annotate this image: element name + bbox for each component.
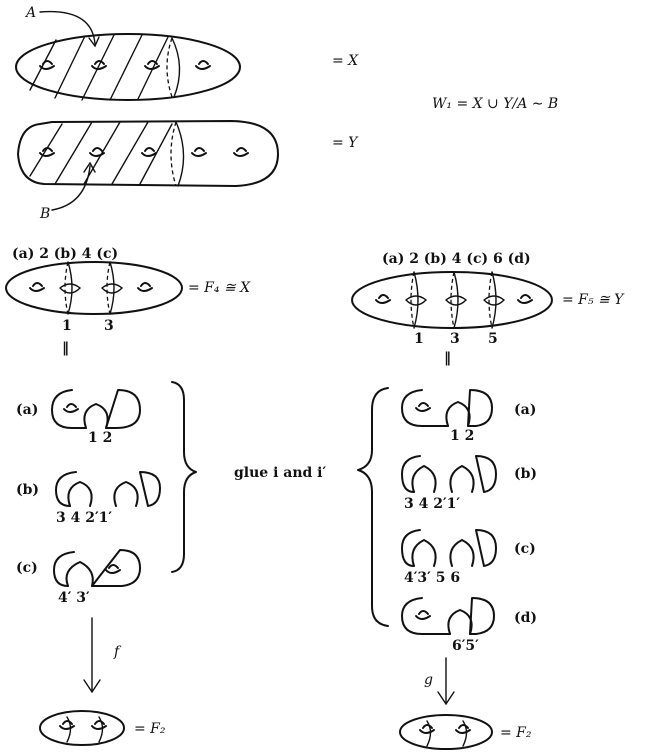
eq-Y: = Y <box>332 135 359 151</box>
svg-text:= F₂: = F₂ <box>500 725 532 741</box>
surface-F2-right: = F₂ <box>399 714 532 750</box>
surface-F2-left: = F₂ <box>39 710 166 746</box>
surface-Y <box>17 120 279 187</box>
svg-text:(d): (d) <box>514 610 537 626</box>
svg-text:(c): (c) <box>16 560 38 576</box>
glue-text: glue i and i′ <box>234 465 326 481</box>
svg-text:4′ 3′: 4′ 3′ <box>58 590 90 606</box>
svg-text:3: 3 <box>104 318 114 334</box>
svg-text:(b): (b) <box>16 482 39 498</box>
surface-X <box>15 33 241 101</box>
svg-text:‖: ‖ <box>62 340 69 356</box>
surface-F4: (a) 2 (b) 4 (c) 1 3 ‖ <box>5 246 183 356</box>
arrow-f: f <box>83 617 122 694</box>
right-brace <box>357 387 389 627</box>
svg-text:(a): (a) <box>16 402 38 418</box>
svg-text:1: 1 <box>414 331 424 347</box>
svg-text:(a): (a) <box>514 402 536 418</box>
right-piece-d: 6′5′ (d) <box>401 597 537 654</box>
svg-text:(c): (c) <box>514 541 536 557</box>
left-brace <box>171 381 197 573</box>
left-piece-a: (a) 1 2 <box>16 389 141 446</box>
eq-F5: = F₅ ≅ Y <box>562 292 625 308</box>
svg-text:3: 3 <box>450 331 460 347</box>
right-piece-b: 3 4 2′1′ (b) <box>401 455 537 512</box>
svg-text:f: f <box>113 644 122 660</box>
left-piece-b: (b) 3 4 2′1′ <box>16 471 161 526</box>
svg-text:3 4 2′1′: 3 4 2′1′ <box>404 496 460 512</box>
surface-F5: (a) 2 (b) 4 (c) 6 (d) 1 3 5 ‖ <box>351 251 553 366</box>
svg-text:(a) 2 (b) 4 (c) 6 (d): (a) 2 (b) 4 (c) 6 (d) <box>382 251 531 267</box>
svg-text:A: A <box>24 5 36 21</box>
svg-text:6′5′: 6′5′ <box>452 638 479 654</box>
formula-W1: W₁ = X ∪ Y/A ∼ B <box>432 96 558 112</box>
svg-text:B: B <box>39 206 50 222</box>
eq-X: = X <box>332 53 359 69</box>
svg-text:‖: ‖ <box>444 350 451 366</box>
eq-F4: = F₄ ≅ X <box>188 280 251 296</box>
svg-text:(b): (b) <box>514 466 537 482</box>
svg-text:1: 1 <box>62 318 72 334</box>
arrow-g: g <box>424 657 455 706</box>
right-piece-a: 1 2 (a) <box>401 389 536 444</box>
svg-text:= F₂: = F₂ <box>134 721 166 737</box>
right-piece-c: 4′3′ 5 6 (c) <box>401 529 536 586</box>
label-A: A <box>24 5 100 48</box>
svg-text:5: 5 <box>488 331 498 347</box>
left-piece-c: (c) 4′ 3′ <box>16 549 141 606</box>
hatch-lines <box>29 34 169 101</box>
svg-text:1 2: 1 2 <box>450 428 474 444</box>
svg-text:1 2: 1 2 <box>88 430 112 446</box>
svg-text:(a) 2 (b) 4 (c): (a) 2 (b) 4 (c) <box>12 246 118 262</box>
label-B: B <box>39 161 96 222</box>
svg-text:3 4 2′1′: 3 4 2′1′ <box>56 510 112 526</box>
svg-text:4′3′ 5 6: 4′3′ 5 6 <box>404 570 460 586</box>
svg-text:g: g <box>424 672 433 688</box>
